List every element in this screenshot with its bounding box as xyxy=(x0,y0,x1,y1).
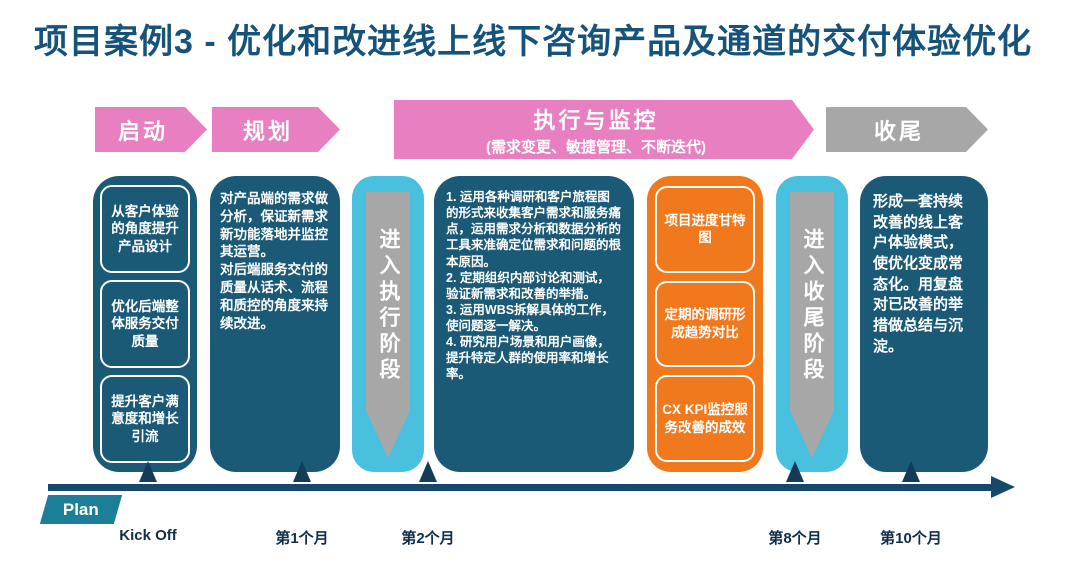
page-title: 项目案例3 - 优化和改进线上线下咨询产品及通道的交付体验优化 xyxy=(34,23,1033,61)
initiation-goal-item: 优化后端整体服务交付质量 xyxy=(100,280,190,368)
execution-detail-text: 1. 运用各种调研和客户旅程图的形式来收集客户需求和服务痛点，运用需求分析和数据… xyxy=(446,190,622,382)
monitoring-tool-item: 项目进度甘特图 xyxy=(655,186,755,273)
plan-tag: Plan xyxy=(39,495,123,524)
closing-detail-text: 形成一套持续改善的线上客户体验模式，使优化变成常态化。用复盘对已改善的举措做总结… xyxy=(873,193,964,355)
monitoring-tools-box: 项目进度甘特图 定期的调研形成趋势对比 CX KPI监控服务改善的成效 xyxy=(647,176,763,472)
planning-detail-box: 对产品端的需求做分析，保证新需求新功能落地并监控其运营。 对后端服务交付的质量从… xyxy=(210,176,340,472)
initiation-goals-box: 从客户体验的角度提升产品设计 优化后端整体服务交付质量 提升客户满意度和增长引流 xyxy=(93,176,197,472)
monitoring-tool-item: CX KPI监控服务改善的成效 xyxy=(655,375,755,463)
transition-enter-execution: 进入执行阶段 xyxy=(352,176,424,472)
initiation-goal-item: 提升客户满意度和增长引流 xyxy=(100,375,190,463)
phase-banner-execution: 执行与监控 (需求变更、敏捷管理、不断迭代) xyxy=(394,100,814,159)
milestone-label-month2: 第2个月 xyxy=(401,530,455,547)
milestone-label-kickoff: Kick Off xyxy=(119,527,177,544)
phase-label-closing: 收尾 xyxy=(873,118,924,144)
milestone-marker-kickoff xyxy=(139,461,157,482)
initiation-goal-item: 从客户体验的角度提升产品设计 xyxy=(100,185,190,273)
phase-label-execution: 执行与监控 xyxy=(533,107,659,133)
down-arrow-icon xyxy=(790,192,834,458)
milestone-marker-month2 xyxy=(419,461,437,482)
transition-enter-execution-label: 进入执行阶段 xyxy=(377,228,400,384)
milestone-marker-month1 xyxy=(293,461,311,482)
transition-enter-closing-label: 进入收尾阶段 xyxy=(801,228,824,384)
timeline-axis xyxy=(48,484,993,491)
timeline-arrowhead-icon xyxy=(991,476,1015,498)
closing-detail-box: 形成一套持续改善的线上客户体验模式，使优化变成常态化。用复盘对已改善的举措做总结… xyxy=(860,176,988,472)
milestone-marker-month8 xyxy=(786,461,804,482)
phase-label-planning: 规划 xyxy=(242,118,293,144)
monitoring-tool-item: 定期的调研形成趋势对比 xyxy=(655,280,755,368)
plan-tag-label: Plan xyxy=(63,499,99,519)
phase-sublabel-execution: (需求变更、敏捷管理、不断迭代) xyxy=(486,138,706,156)
down-arrow-icon xyxy=(366,192,410,458)
phase-banner-initiation: 启动 xyxy=(95,107,207,152)
phase-banner-planning: 规划 xyxy=(212,107,340,152)
transition-enter-closing: 进入收尾阶段 xyxy=(776,176,848,472)
milestone-label-month1: 第1个月 xyxy=(275,530,329,547)
milestone-label-month10: 第10个月 xyxy=(880,530,942,547)
planning-detail-text: 对产品端的需求做分析，保证新需求新功能落地并监控其运营。 对后端服务交付的质量从… xyxy=(220,191,328,331)
execution-detail-box: 1. 运用各种调研和客户旅程图的形式来收集客户需求和服务痛点，运用需求分析和数据… xyxy=(434,176,634,472)
phase-label-initiation: 启动 xyxy=(117,118,168,144)
phase-banner-closing: 收尾 xyxy=(826,107,988,152)
milestone-label-month8: 第8个月 xyxy=(768,530,822,547)
milestone-marker-month10 xyxy=(902,461,920,482)
